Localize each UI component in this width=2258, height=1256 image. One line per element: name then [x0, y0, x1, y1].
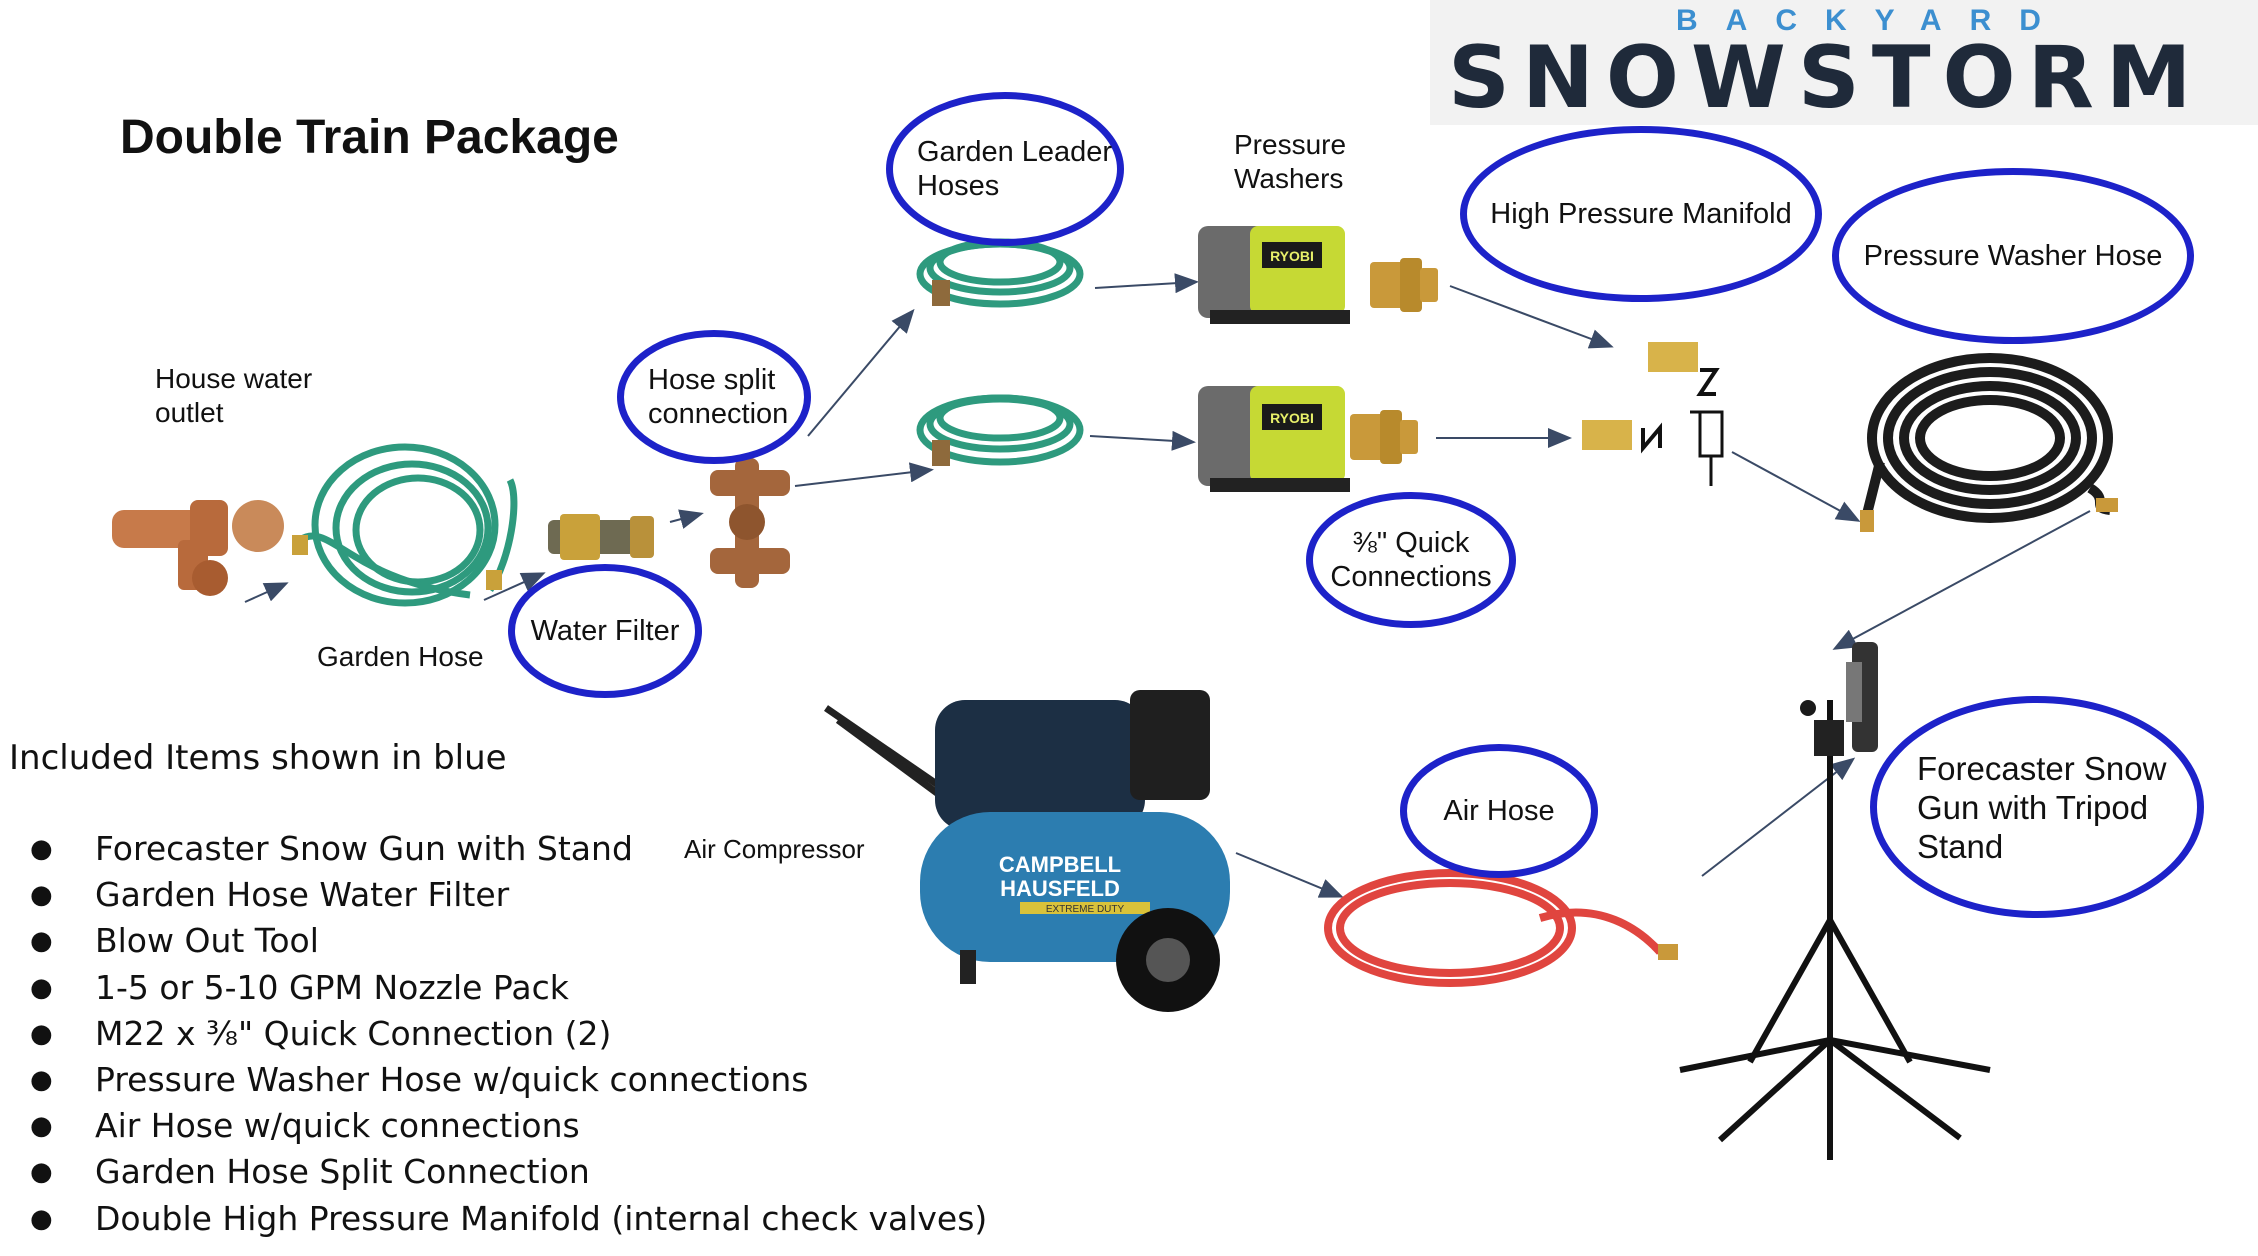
list-item: Forecaster Snow Gun with Stand — [30, 826, 987, 872]
garden-leader-hose-bottom-image — [916, 394, 1084, 466]
list-item: Garden Hose Water Filter — [30, 872, 987, 918]
list-item: Garden Hose Split Connection — [30, 1149, 987, 1195]
logo-main-text: SNOWSTORM — [1448, 28, 2204, 128]
oval-high-pressure-manifold: High Pressure Manifold — [1460, 126, 1822, 302]
list-item: Pressure Washer Hose w/quick connections — [30, 1057, 987, 1103]
pressure-washer-hose-image — [1861, 353, 2113, 523]
oval-air-hose: Air Hose — [1400, 744, 1598, 878]
list-item: Air Hose w/quick connections — [30, 1103, 987, 1149]
quick-connector-top-image — [1370, 258, 1438, 312]
included-heading: Included Items shown in blue — [9, 738, 507, 778]
list-item: 1-5 or 5-10 GPM Nozzle Pack — [30, 965, 987, 1011]
hose-split-image — [710, 458, 790, 588]
compressor-brand-2: HAUSFELD — [1000, 876, 1120, 901]
list-item: Double High Pressure Manifold (internal … — [30, 1196, 987, 1242]
flow-arrows — [244, 273, 2091, 898]
label-garden-hose: Garden Hose — [317, 641, 484, 672]
label-pressure-washers: Pressure Washers — [1234, 129, 1347, 194]
included-items-list: Forecaster Snow Gun with Stand Garden Ho… — [30, 826, 987, 1242]
washer-brand-bottom: RYOBI — [1270, 410, 1314, 426]
list-item: Blow Out Tool — [30, 918, 987, 964]
label-house-water-outlet: House water outlet — [155, 363, 313, 428]
air-compressor-image: CAMPBELL HAUSFELD EXTREME DUTY — [824, 690, 1230, 1012]
oval-water-filter: Water Filter — [508, 564, 702, 698]
pressure-washer-top-image: RYOBI — [1198, 226, 1350, 324]
washer-brand-top: RYOBI — [1270, 248, 1314, 264]
snow-gun-tripod-image — [1679, 700, 1991, 1160]
logo-top-text: BACKYARD — [1676, 4, 2069, 37]
air-hose-image — [1324, 869, 1663, 987]
logo: BACKYARD SNOWSTORM — [1430, 0, 2258, 128]
pressure-washer-bottom-image: RYOBI — [1198, 386, 1350, 492]
manifold-image — [1582, 342, 1724, 486]
oval-pressure-washer-hose: Pressure Washer Hose — [1832, 168, 2194, 344]
water-filter-image — [548, 514, 654, 560]
compressor-brand-1: CAMPBELL — [999, 852, 1121, 877]
page-title: Double Train Package — [120, 111, 619, 164]
water-outlet-image — [112, 500, 284, 596]
list-item: M22 x ⅜" Quick Connection (2) — [30, 1011, 987, 1057]
quick-connector-bottom-image — [1350, 410, 1418, 464]
compressor-badge: EXTREME DUTY — [1046, 904, 1125, 915]
garden-hose-image — [298, 443, 518, 607]
